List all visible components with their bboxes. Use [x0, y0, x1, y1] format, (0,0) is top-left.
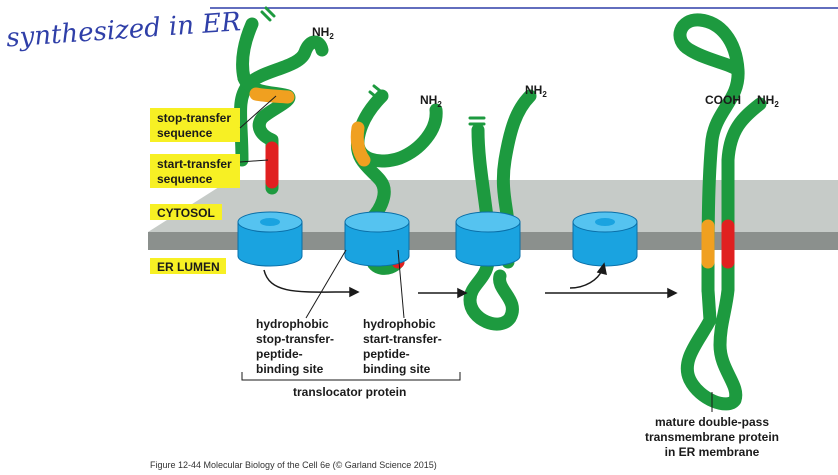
nh2-label-3: NH2	[525, 83, 547, 99]
protein-stage-1	[234, 6, 329, 195]
mature-protein	[673, 13, 767, 411]
svg-text:start-transfer-: start-transfer-	[363, 332, 442, 346]
nh2-label-4: NH2	[757, 93, 779, 109]
svg-text:binding site: binding site	[256, 362, 324, 376]
start-transfer-label: start-transfer sequence	[150, 154, 269, 188]
hydrophobic-stop-label: hydrophobic stop-transfer- peptide- bind…	[256, 317, 334, 376]
svg-text:sequence: sequence	[157, 172, 213, 186]
svg-text:ER LUMEN: ER LUMEN	[157, 260, 220, 274]
hydrophobic-start-label: hydrophobic start-transfer- peptide- bin…	[363, 317, 442, 376]
mature-label: mature double-pass transmembrane protein…	[645, 415, 779, 459]
svg-text:transmembrane protein: transmembrane protein	[645, 430, 779, 444]
nh2-label-2: NH2	[420, 93, 442, 109]
svg-text:peptide-: peptide-	[363, 347, 410, 361]
cytosol-label: CYTOSOL	[150, 204, 222, 220]
translocator-label: translocator protein	[293, 385, 406, 399]
svg-text:start-transfer: start-transfer	[157, 157, 232, 171]
translocator-1	[237, 211, 303, 267]
svg-text:CYTOSOL: CYTOSOL	[157, 206, 215, 220]
handwritten-note: synthesized in ER	[5, 7, 241, 53]
er-membrane	[148, 180, 838, 250]
svg-text:sequence: sequence	[157, 126, 213, 140]
er-lumen-label: ER LUMEN	[150, 258, 226, 274]
translocator-3	[455, 211, 521, 267]
svg-text:hydrophobic: hydrophobic	[363, 317, 436, 331]
svg-text:in ER membrane: in ER membrane	[665, 445, 760, 459]
figure-caption: Figure 12-44 Molecular Biology of the Ce…	[150, 460, 437, 470]
nh2-label-1: NH2	[312, 25, 334, 41]
svg-text:mature double-pass: mature double-pass	[655, 415, 769, 429]
cooh-label: COOH	[705, 93, 741, 107]
process-arrows	[263, 262, 678, 299]
svg-text:peptide-: peptide-	[256, 347, 303, 361]
translocator-4	[572, 211, 638, 267]
stop-transfer-label: stop-transfer sequence	[150, 95, 277, 142]
svg-text:hydrophobic: hydrophobic	[256, 317, 329, 331]
stop-site-pointer	[305, 249, 347, 319]
translocator-bracket	[241, 372, 461, 381]
svg-text:binding site: binding site	[363, 362, 431, 376]
svg-text:stop-transfer: stop-transfer	[157, 111, 231, 125]
svg-text:stop-transfer-: stop-transfer-	[256, 332, 334, 346]
translocator-2	[344, 211, 410, 267]
start-site-pointer	[397, 249, 405, 319]
